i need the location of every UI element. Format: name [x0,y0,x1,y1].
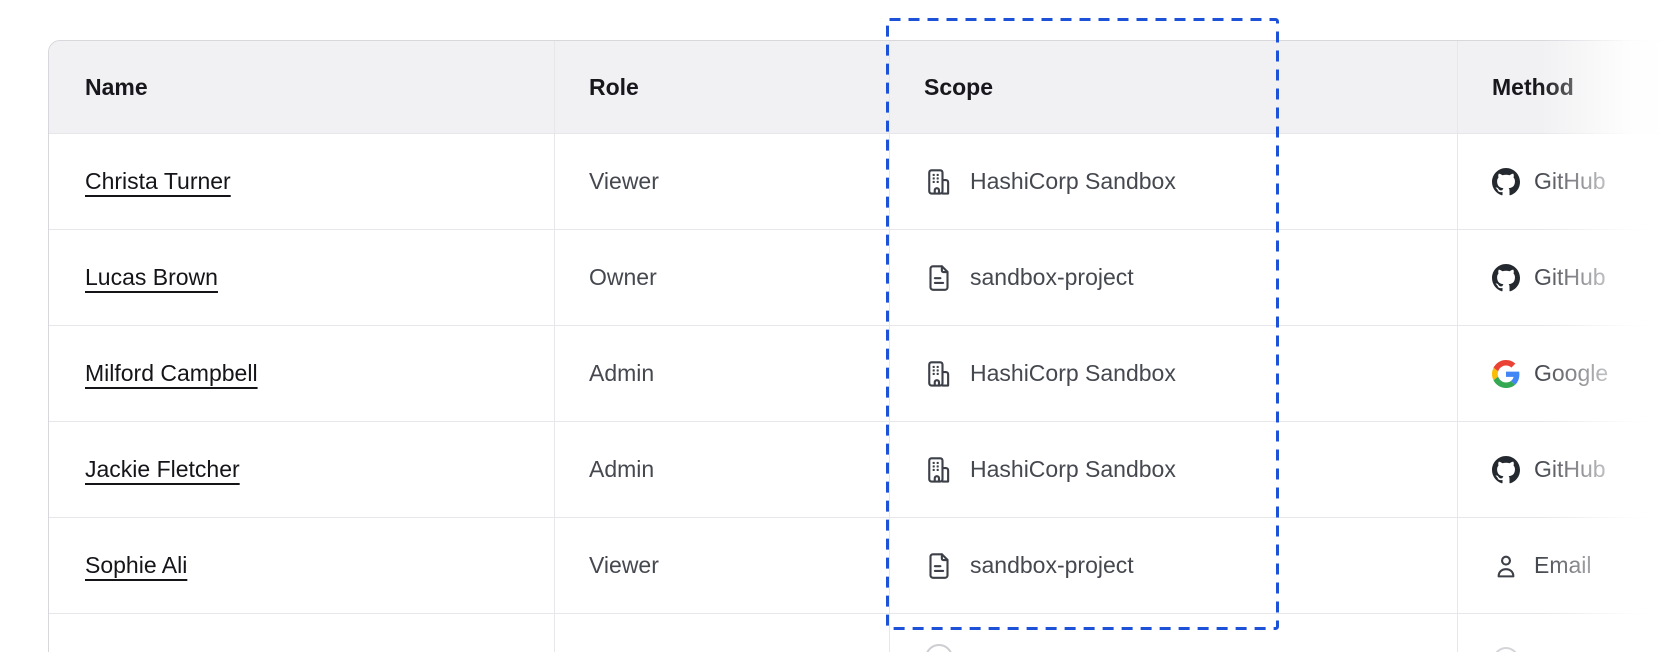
column-header-scope: Scope [889,41,1457,133]
scope-label: HashiCorp Sandbox [970,360,1176,386]
document-icon [924,551,954,581]
method-cell: Email [1457,518,1672,613]
person-icon [1492,552,1520,580]
user-name-link[interactable]: Lucas Brown [85,264,218,290]
method-cell: GitHub [1457,230,1672,325]
scope-cell: HashiCorp Sandbox [889,134,1457,229]
github-icon [1492,167,1520,196]
column-header-label: Name [85,73,148,100]
method-label: Google [1534,360,1609,386]
role-cell: Owner [554,230,889,325]
user-name-link[interactable]: Milford Campbell [85,360,258,386]
role-value: Viewer [589,168,659,194]
scope-label: HashiCorp Sandbox [970,456,1176,482]
scope-cell: HashiCorp Sandbox [889,422,1457,517]
scope-cell: sandbox-project [889,518,1457,613]
table-row: Sophie Ali Viewer sandbox-project [49,517,1672,613]
name-cell: Christa Turner [49,134,554,229]
column-header-label: Scope [924,73,994,100]
column-header-name: Name [49,41,554,133]
scope-cell: sandbox-project [889,230,1457,325]
document-icon [924,263,954,293]
scope-label: HashiCorp Sandbox [970,168,1176,194]
user-name-link[interactable]: Sophie Ali [85,552,188,578]
role-cell: Admin [554,326,889,421]
role-value: Viewer [589,552,659,578]
method-cell: GitHub [1457,422,1672,517]
building-icon [924,359,954,389]
scope-cell: HashiCorp Sandbox [889,326,1457,421]
column-header-label: Method [1492,73,1574,100]
building-icon [924,455,954,485]
method-cell: GitHub [1457,134,1672,229]
github-icon [1492,455,1520,484]
method-cell: Google [1457,326,1672,421]
building-icon [924,167,954,197]
name-cell: Jackie Fletcher [49,422,554,517]
role-value: Admin [589,360,655,386]
table-row-partial [49,613,1672,652]
table-row: Lucas Brown Owner sandbox-project [49,229,1672,325]
role-value: Admin [589,456,655,482]
column-header-label: Role [589,73,639,100]
table-row: Jackie Fletcher Admin [49,421,1672,517]
members-table: Name Role Scope Method Christa Turner Vi… [48,40,1672,652]
method-label: GitHub [1534,264,1606,290]
user-name-link[interactable]: Jackie Fletcher [85,456,240,482]
github-icon [1492,263,1520,292]
method-label: Email [1534,552,1592,578]
method-label: GitHub [1534,168,1606,194]
google-icon [1492,359,1520,388]
table-row: Milford Campbell Admin [49,325,1672,421]
role-cell: Viewer [554,518,889,613]
column-header-role: Role [554,41,889,133]
table-row: Christa Turner Viewer [49,133,1672,229]
name-cell: Milford Campbell [49,326,554,421]
method-label: GitHub [1534,456,1606,482]
scope-label: sandbox-project [970,264,1134,290]
name-cell: Lucas Brown [49,230,554,325]
name-cell: Sophie Ali [49,518,554,613]
user-name-link[interactable]: Christa Turner [85,168,231,194]
role-cell: Admin [554,422,889,517]
column-header-method: Method [1457,41,1672,133]
role-value: Owner [589,264,657,290]
scope-label: sandbox-project [970,552,1134,578]
role-cell: Viewer [554,134,889,229]
table-header-row: Name Role Scope Method [49,41,1672,133]
